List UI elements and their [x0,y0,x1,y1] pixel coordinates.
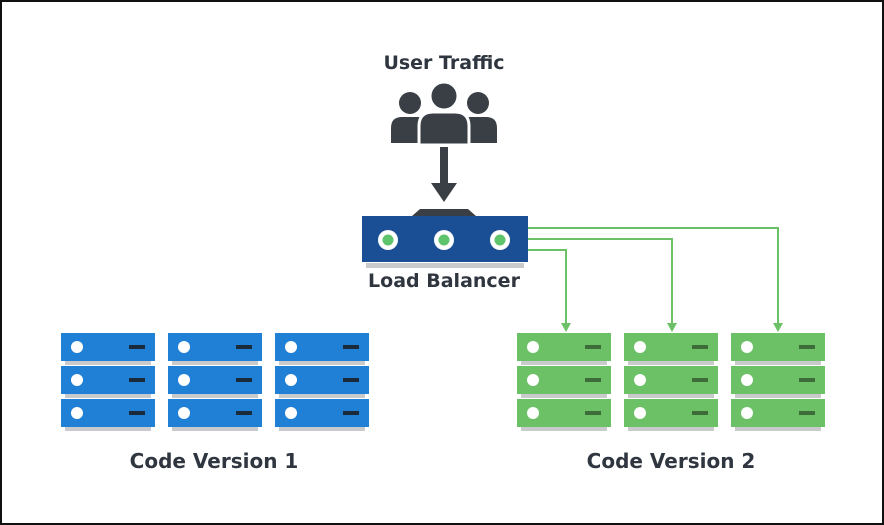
code-version-2-label: Code Version 2 [586,449,756,473]
server-slot [343,378,359,382]
server-rack [624,333,718,431]
server-slot [585,378,601,382]
load-balancer-lights [378,230,510,250]
route-arrow-3 [528,227,779,324]
server-slot [692,378,708,382]
server-slot [799,345,815,349]
server-unit-shadow [521,427,607,431]
server-unit-shadow [279,427,365,431]
server-slot [343,411,359,415]
server-led [741,341,753,353]
arrow-down-icon [431,147,457,202]
route-arrow-heads [561,323,783,332]
server-slot [236,345,252,349]
server-led [634,407,646,419]
server-unit-shadow [172,394,258,398]
server-slot [799,378,815,382]
server-group-code-version-1 [61,333,369,431]
route-arrow-1 [528,249,567,324]
server-slot [692,411,708,415]
server-led [527,374,539,386]
server-slot [585,411,601,415]
load-balancer-label: Load Balancer [368,270,520,292]
user-traffic-label: User Traffic [383,52,505,74]
server-rack [517,333,611,431]
server-slot [129,345,145,349]
load-balancer-inlet [412,209,476,216]
server-unit-shadow [172,361,258,365]
server-led [285,374,297,386]
server-unit-shadow [735,427,821,431]
server-unit-shadow [628,361,714,365]
server-led [741,407,753,419]
load-balancer-shadow [366,263,524,268]
server-unit-shadow [628,427,714,431]
server-unit-shadow [735,361,821,365]
server-rack [731,333,825,431]
server-led [634,341,646,353]
server-led [285,341,297,353]
server-unit-shadow [521,361,607,365]
server-unit-shadow [735,394,821,398]
server-slot [129,411,145,415]
server-led [178,341,190,353]
server-led [71,407,83,419]
server-led [285,407,297,419]
server-led [527,341,539,353]
server-led [178,374,190,386]
server-unit-shadow [628,394,714,398]
server-rack [275,333,369,431]
load-balancer [362,209,528,268]
server-slot [129,378,145,382]
server-unit-shadow [65,427,151,431]
server-led [71,374,83,386]
server-slot [236,411,252,415]
route-arrow-2 [528,238,673,324]
server-unit-shadow [279,361,365,365]
server-rack [168,333,262,431]
server-slot [585,345,601,349]
server-led [527,407,539,419]
server-unit-shadow [65,394,151,398]
server-unit-shadow [172,427,258,431]
server-group-code-version-2 [517,333,825,431]
server-slot [343,345,359,349]
users-group-icon [391,80,497,147]
server-slot [799,411,815,415]
server-led [71,341,83,353]
code-version-1-label: Code Version 1 [129,449,299,473]
server-unit-shadow [65,361,151,365]
server-rack [61,333,155,431]
server-slot [236,378,252,382]
server-unit-shadow [521,394,607,398]
server-led [178,407,190,419]
route-arrows [528,227,779,324]
server-slot [692,345,708,349]
server-unit-shadow [279,394,365,398]
server-led [741,374,753,386]
server-led [634,374,646,386]
